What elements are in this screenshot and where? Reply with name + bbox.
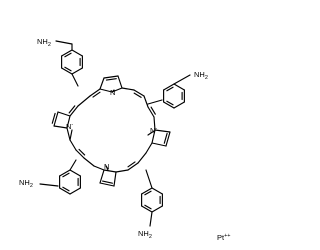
ring-n-bond (147, 130, 155, 136)
phenyl-top-left-double-bond (64, 66, 72, 72)
pyrrole-left-bond (53, 111, 59, 127)
phenyl-top-right-bond (173, 83, 185, 91)
macrocycle-bond (89, 88, 101, 97)
macrocycle-bond (69, 105, 79, 117)
macrocycle-bond (69, 139, 77, 151)
phenyl-bottom-left-bond (69, 187, 81, 195)
phenyl-bottom-left-bond (59, 169, 71, 177)
pyrrole-top-bond (103, 75, 119, 79)
amine-link-top-right (173, 74, 191, 85)
phenyl-bottom-left-bond (59, 187, 71, 195)
phenyl-bottom-right-bond (151, 205, 163, 213)
macrocycle-bond (66, 115, 71, 129)
macrocycle-bond (127, 162, 139, 171)
phenyl-bottom-left-double-bond (62, 172, 70, 178)
macrocycle-double-bond (92, 91, 101, 98)
pyrrole-right-bond (151, 142, 167, 147)
macrocycle-bond (83, 157, 95, 167)
bond-lines (39, 40, 191, 227)
macrocycle-double-bond (150, 106, 156, 115)
macrocycle-bond (121, 87, 135, 91)
macrocycle-bond (66, 127, 71, 141)
phenyl-bottom-left-double-bond (62, 186, 70, 192)
phenyl-bottom-right-bond (141, 187, 153, 195)
ring-nitrogen-right: N- (150, 126, 157, 135)
macrocycle-double-bond (78, 148, 86, 156)
amine-link-bottom-left (39, 183, 59, 187)
phenyl-bottom-right-double-bond (144, 190, 152, 196)
macrocycle-bond (143, 95, 149, 108)
macrocycle-bond (103, 169, 117, 173)
macrocycle-double-bond (68, 105, 76, 114)
macrocycle-bond (75, 149, 85, 159)
meso-link-bottom-right (145, 169, 153, 189)
amine-label-bottom-left: NH2 (19, 178, 33, 189)
macrocycle-double-bond (133, 92, 142, 98)
amine-label-top-right: NH2 (194, 70, 208, 81)
macrocycle-bond (99, 88, 113, 93)
phenyl-top-right-double-bond (166, 86, 174, 92)
macrocycle-bond (147, 106, 155, 118)
platinum-counterion: Pt++ (217, 233, 231, 242)
pyrrole-top-bond (99, 77, 105, 90)
phenyl-top-right-double-bond (166, 100, 174, 106)
phenyl-top-left-double-bond (64, 52, 72, 58)
macrocycle-bond (93, 165, 105, 171)
phenyl-top-left-bond (71, 67, 83, 75)
macrocycle-double-bond (127, 161, 136, 168)
ring-n-bond (69, 129, 73, 141)
macrocycle-bond (145, 142, 153, 154)
ring-nitrogen-left: N- (66, 122, 73, 131)
phenyl-bottom-right-double-bond (144, 204, 152, 210)
phenyl-bottom-right-bond (141, 205, 153, 213)
phenyl-top-right-bond (163, 83, 175, 91)
phenyl-top-left-bond (71, 49, 83, 57)
pyrrole-right-bond (154, 129, 171, 133)
macrocycle-bond (153, 116, 156, 131)
phenyl-bottom-right-bond (151, 187, 163, 195)
amine-link-top-left (55, 40, 73, 45)
porphyrin-structure-diagram: NH2 NH2 NH2 NH2 N N- N- N Pt++ (19, 37, 231, 242)
macrocycle-bond (111, 87, 123, 93)
macrocycle-bond (133, 89, 145, 97)
pyrrole-left-double-bond (51, 112, 56, 124)
phenyl-top-left-bond (61, 49, 73, 57)
amine-label-top-left: NH2 (37, 37, 51, 48)
ring-nitrogen-top: N (110, 88, 115, 97)
pyrrole-top-bond (117, 75, 123, 89)
macrocycle-bond (151, 129, 156, 144)
ring-n-bond (105, 165, 109, 171)
pyrrole-bottom-bond (99, 169, 105, 184)
ring-n-bond (111, 89, 115, 93)
pyrrole-right-double-bond (163, 132, 168, 144)
macrocycle-bond (137, 152, 147, 164)
ring-nitrogen-bottom: N (104, 162, 109, 171)
phenyl-top-right-bond (163, 101, 175, 109)
macrocycle-bond (77, 95, 91, 107)
pyrrole-right-bond (165, 131, 171, 147)
meso-link-top-left (71, 73, 79, 87)
amine-link-bottom-right (149, 211, 153, 227)
amine-label-bottom-right: NH2 (138, 229, 152, 240)
phenyl-top-right-bond (173, 101, 185, 109)
phenyl-top-left-bond (61, 67, 73, 75)
pyrrole-top-double-bond (105, 78, 117, 81)
meso-link-top-right (147, 99, 163, 105)
meso-link-bottom-left (69, 159, 77, 171)
pyrrole-bottom-bond (113, 171, 117, 187)
pyrrole-left-bond (53, 125, 68, 129)
pyrrole-bottom-double-bond (102, 180, 113, 184)
pyrrole-left-bond (57, 111, 71, 117)
phenyl-bottom-left-bond (69, 169, 81, 177)
macrocycle-bond (115, 169, 129, 173)
pyrrole-bottom-bond (99, 182, 115, 187)
